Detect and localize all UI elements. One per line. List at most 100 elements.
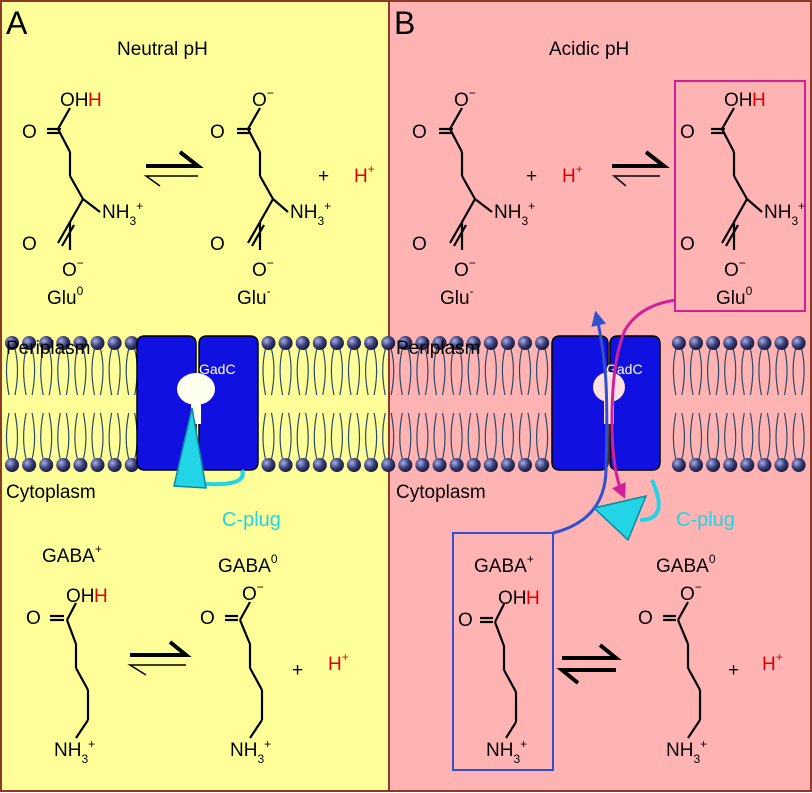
lipid-head [432,336,447,350]
panel-b-c-plug [592,479,661,542]
lipid-head [706,458,721,472]
panel-b-c-plug-label: C-plug [676,509,735,531]
panel-a-glu-minus-label: Glu- [237,284,271,309]
panel-b-glu0-label: Glu0 [716,284,753,309]
panel-b-periplasm-label: Periplasm [396,338,480,359]
panel-b-gaba0-o: O [638,608,653,629]
panel-b-glu0-nh3: NH3+ [764,199,805,228]
panel-b-glu0-o2: O [680,234,695,255]
panel-a-plus-top: + [318,166,329,187]
lipid-tails [5,348,19,460]
lipid-head [107,336,122,350]
lipid-head [312,336,327,350]
panel-a-gaba-plus-label: GABA+ [42,542,102,567]
panel-a-gaba-plus-o: O [26,608,41,629]
panel-b-glu0-ominus: O− [724,256,746,281]
panel-a-glu-ominus: O− [252,256,274,281]
panel-b-gaba-plus-oh: OH [498,588,527,609]
panel-b-glu0-highlight-box [674,80,806,312]
lipid-head [295,458,310,472]
panel-b-gaba0-ominus: O− [680,580,702,605]
lipid-head [22,458,37,472]
lipid-tails [313,348,326,460]
lipid-head [124,458,139,472]
lipid-head [329,458,344,472]
panel-b-glu-o: O [412,122,427,143]
lipid-head [449,458,464,472]
lipid-head [671,336,686,350]
lipid-tails [433,348,446,460]
lipid-tails [689,348,703,460]
panel-b-proton-bottom: H+ [762,650,783,675]
lipid-tails [91,348,104,460]
panel-b-equilibrium-top [611,150,670,187]
lipid-head [466,458,481,472]
panel-b-gaba-plus-h: H [526,588,540,609]
lipid-head [364,336,379,350]
panel-a-gaba-plus-nh3: NH3+ [54,737,95,766]
lipid-head [449,336,464,350]
lipid-head [278,336,293,350]
panel-b-plus-bottom: + [728,660,739,681]
lipid-head [90,458,105,472]
lipid-tails [672,348,685,460]
lipid-tails [484,348,497,460]
lipid-tails [450,348,463,460]
panel-b-glu-ominus-top: O− [454,86,476,111]
panel-a-glu0-ominus: O− [62,256,84,281]
panel-a-glu0-h: H [88,90,102,111]
lipid-head [740,336,755,350]
lipid-head [347,336,361,350]
lipid-tails [792,348,805,460]
lipid-head [90,336,105,350]
panel-b-equilibrium-bottom [556,643,622,685]
lipid-tails [775,348,788,460]
lipid-tails [347,348,361,460]
lipid-head [56,458,71,472]
lipid-tails [382,348,395,460]
lipid-head [329,336,344,350]
lipid-head [73,458,88,472]
lipid-tails [279,348,292,460]
lipid-head [518,336,532,350]
lipid-head [347,458,361,472]
panel-b-letter: B [394,5,415,41]
lipid-head [381,458,396,472]
lipid-tails [57,348,70,460]
panel-b-gaba-plus-o: O [458,610,473,631]
lipid-head [774,458,789,472]
lipid-head [483,336,498,350]
panel-b-gaba-plus-nh3: NH3+ [486,737,527,766]
lipid-head [791,336,806,350]
panel-a-glu-o2: O [210,234,225,255]
lipid-head [518,458,532,472]
lipid-head [5,458,19,472]
lipid-head [364,458,379,472]
panel-a-gaba0-ominus: O− [242,580,264,605]
lipid-tails [501,348,514,460]
lipid-tails [741,348,754,460]
panel-a-glu-ominus-top: O− [252,86,274,111]
panel-b-gaba0-label: GABA0 [656,552,716,577]
lipid-head [39,336,54,350]
panel-b-glu0-o: O [680,122,695,143]
panel-a-glu-minus [237,107,289,250]
panel-a-gaba0-o: O [200,608,215,629]
panel-a-proton-top: H+ [354,162,375,187]
lipid-head [381,336,396,350]
lipid-tails [74,348,87,460]
panel-a-c-plug-label: C-plug [222,509,281,531]
lipid-tails [467,348,480,460]
panel-b-gaba0-nh3: NH3+ [666,737,707,766]
lipid-head [398,336,413,350]
panel-a-glu0-o: O [22,122,37,143]
panel-b-glu0 [711,107,763,250]
panel-b-gadc-label: GadC [606,361,643,377]
lipid-head [466,336,481,350]
panel-a-gaba-plus [50,602,90,739]
panel-a-glu0-oh: OH [60,90,89,111]
panel-a-gaba0-nh3: NH3+ [230,737,271,766]
panel-b-glu-o2: O [412,234,427,255]
panel-a-glu0-nh3: NH3+ [102,199,143,228]
